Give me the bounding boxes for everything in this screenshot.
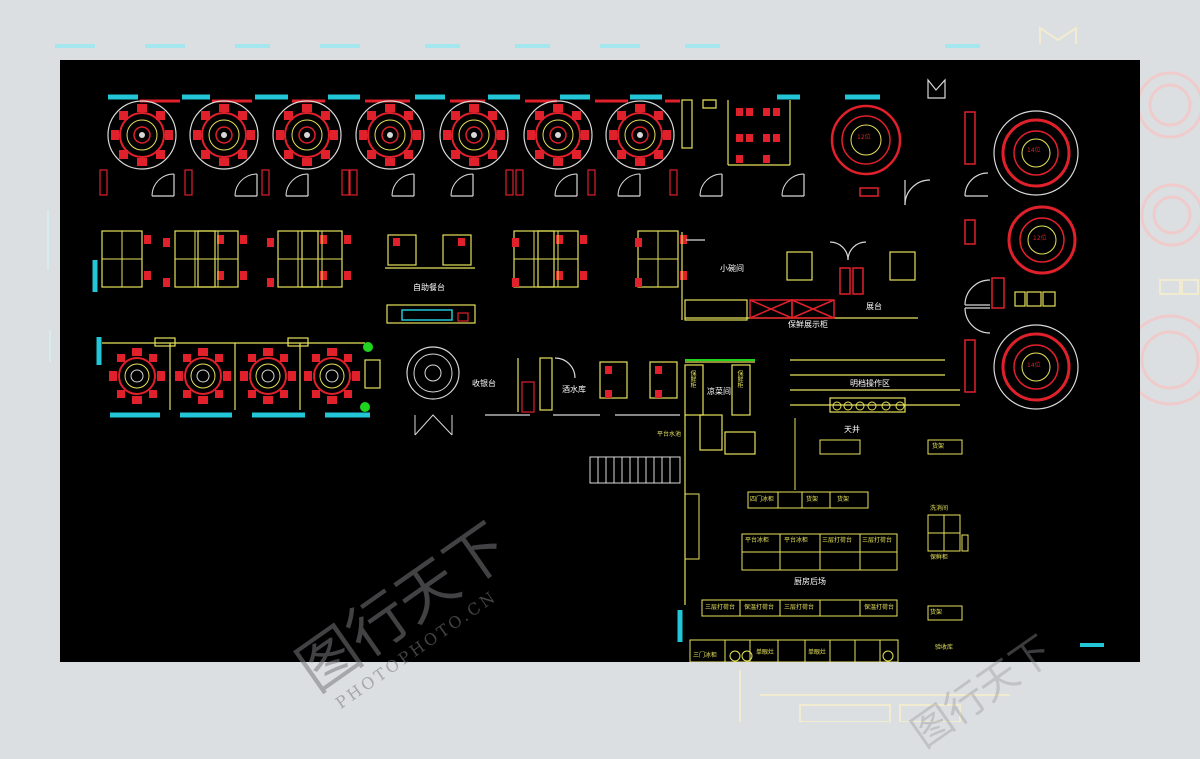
staircase: [589, 456, 681, 484]
label-platform-freezer-2: 平台冰柜: [784, 537, 809, 544]
label-fresh-cabinet-v: 保鲜柜: [689, 370, 696, 388]
top-windows: [92, 94, 880, 642]
label-wine-store: 酒水库: [562, 385, 586, 394]
label-single-burner: 单眼灶: [756, 649, 775, 656]
private-room-12-mid: [1007, 205, 1077, 275]
floor-plan-canvas: 小碗间 自助餐台 展台 保鲜展示柜 明档操作区 收银台 酒水库 凉菜间 天井 厨…: [60, 60, 1140, 662]
label-single-burner-2: 单眼灶: [808, 649, 827, 656]
label-wash-room: 洗消间: [930, 505, 949, 512]
feature-rosette: [406, 346, 460, 436]
label-warm-table-2: 保温打荷台: [864, 604, 895, 611]
label-room-12-top: 12位: [857, 134, 871, 141]
buffet-counter: [385, 234, 476, 324]
label-room-12-mid: 12位: [1033, 235, 1047, 242]
label-platform-freezer: 平台冰柜: [745, 537, 770, 544]
private-room-12-top: [830, 94, 902, 176]
label-shelf-2: 货架: [837, 496, 850, 503]
private-room-14-bottom: [993, 324, 1079, 410]
label-display-stand: 展台: [866, 302, 882, 311]
label-three-tier-table-3: 三层打荷台: [705, 604, 736, 611]
label-open-kitchen-area: 明档操作区: [850, 379, 890, 388]
label-three-tier-table-2: 三层打荷台: [862, 537, 893, 544]
label-four-door-freezer: 四门冰柜: [750, 496, 775, 503]
label-back-kitchen: 厨房后场: [794, 577, 826, 586]
top-round-tables: [107, 100, 675, 170]
label-cold-dish-room: 凉菜间: [707, 387, 731, 396]
label-small-bowl-room: 小碗间: [720, 264, 744, 273]
label-three-door-freezer: 三门冰柜: [693, 652, 718, 659]
label-self-service-buffet: 自助餐台: [413, 283, 445, 292]
label-three-tier-table: 三层打荷台: [822, 537, 853, 544]
label-warm-table: 保温打荷台: [744, 604, 775, 611]
label-shelf-3: 货架: [932, 443, 945, 450]
top-doors: [151, 173, 805, 197]
label-platform-sink: 平台水池: [657, 431, 682, 438]
label-receiving-store: 验收库: [935, 644, 954, 651]
label-room-14-bottom: 14位: [1027, 362, 1041, 369]
label-fresh-cabinet: 保鲜柜: [930, 554, 949, 561]
green-lamps: [360, 342, 373, 412]
label-three-tier-table-4: 三层打荷台: [784, 604, 815, 611]
label-room-14-top: 14位: [1027, 147, 1041, 154]
label-shelf: 货架: [806, 496, 819, 503]
private-room-14-top: [993, 110, 1079, 196]
label-cashier: 收银台: [472, 379, 496, 388]
label-shelf-4: 货架: [930, 609, 943, 616]
label-fresh-display-cabinet: 保鲜展示柜: [788, 320, 828, 329]
floor-plan-drawing: [92, 78, 1104, 662]
label-courtyard: 天井: [844, 425, 860, 434]
label-fresh-cabinet-v2: 保鲜柜: [736, 370, 743, 388]
